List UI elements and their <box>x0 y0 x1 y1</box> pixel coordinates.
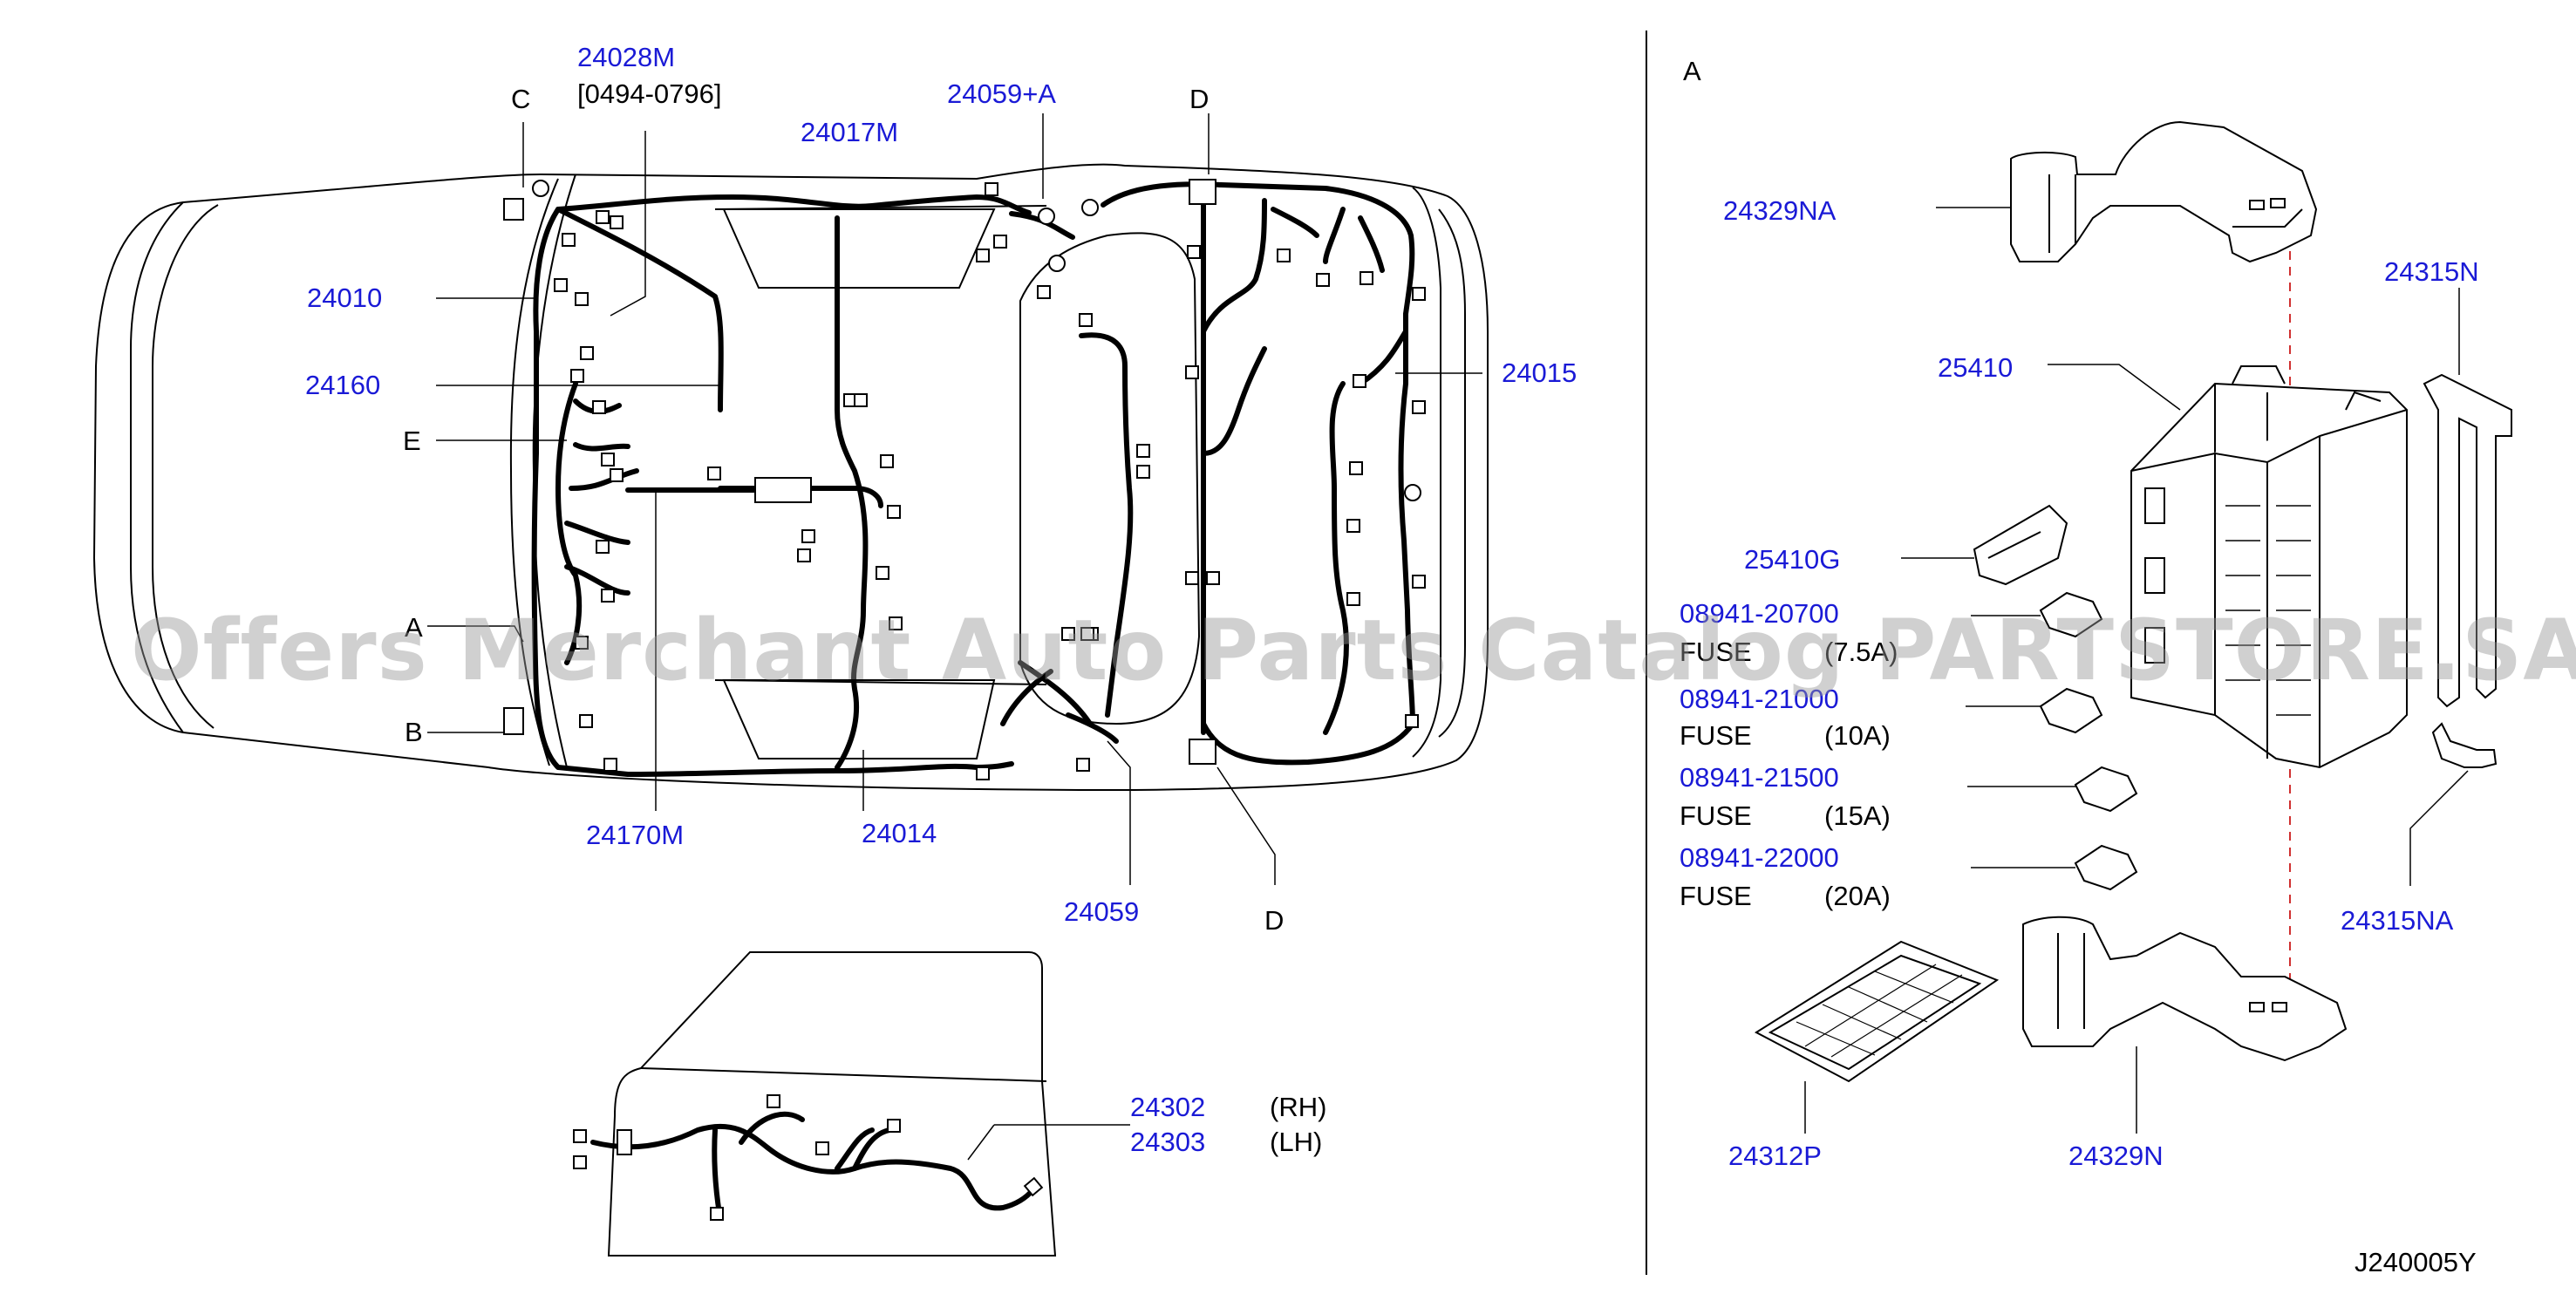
part-24059[interactable]: 24059 <box>1064 896 1140 927</box>
callout-d-top: D <box>1189 84 1210 114</box>
lh-label: (LH) <box>1270 1127 1323 1157</box>
part-24312P[interactable]: 24312P <box>1728 1141 1822 1171</box>
part-24303[interactable]: 24303 <box>1130 1127 1206 1157</box>
callout-c: C <box>511 84 531 114</box>
fuse-puller-25410G <box>1973 504 2068 586</box>
part-24059A[interactable]: 24059+A <box>947 78 1056 109</box>
part-24329N[interactable]: 24329N <box>2068 1141 2164 1171</box>
wiring-harness <box>531 181 1415 777</box>
fuse-label-20a: FUSE <box>1680 881 1752 911</box>
fuses <box>2039 591 2138 891</box>
clip-24315NA <box>2431 722 2498 768</box>
cover-24329N <box>2022 916 2348 1062</box>
cover-24329NA <box>2010 120 2318 263</box>
fuse-rating-7-5a: (7.5A) <box>1824 637 1898 667</box>
part-25410G[interactable]: 25410G <box>1744 544 1841 575</box>
callout-b: B <box>405 717 423 747</box>
part-24170M[interactable]: 24170M <box>586 820 685 850</box>
part-24315NA[interactable]: 24315NA <box>2341 905 2454 936</box>
door-outline <box>607 951 1057 1257</box>
cover-24312P <box>1754 940 2000 1083</box>
view-a-title: A <box>1683 56 1701 86</box>
part-25410[interactable]: 25410 <box>1938 352 2014 383</box>
part-24302[interactable]: 24302 <box>1130 1092 1206 1122</box>
part-24014[interactable]: 24014 <box>862 818 937 848</box>
fuse-block-25410 <box>2130 365 2408 769</box>
fuse-rating-15a: (15A) <box>1824 800 1891 831</box>
part-24160[interactable]: 24160 <box>305 370 381 400</box>
fuse-label-7-5a: FUSE <box>1680 637 1752 667</box>
callout-e: E <box>403 426 421 456</box>
part-08941-21500[interactable]: 08941-21500 <box>1680 762 1839 793</box>
callout-d-bottom: D <box>1264 905 1285 936</box>
right-leaders <box>1804 207 2469 1134</box>
part-08941-21000[interactable]: 08941-21000 <box>1680 684 1839 714</box>
fuse-rating-20a: (20A) <box>1824 881 1891 911</box>
part-08941-22000[interactable]: 08941-22000 <box>1680 842 1839 873</box>
part-24329NA[interactable]: 24329NA <box>1723 195 1837 226</box>
part-08941-20700[interactable]: 08941-20700 <box>1680 598 1839 629</box>
part-24315N[interactable]: 24315N <box>2384 256 2479 287</box>
fuse-label-10a: FUSE <box>1680 720 1752 751</box>
fuse-label-15a: FUSE <box>1680 800 1752 831</box>
rh-label: (RH) <box>1270 1092 1327 1122</box>
leader-lines <box>427 113 1482 885</box>
round-connectors <box>532 180 1421 501</box>
part-24028M[interactable]: 24028M <box>577 42 676 72</box>
part-24010[interactable]: 24010 <box>307 283 383 313</box>
door-harness <box>590 1111 1036 1216</box>
date-range-label: [0494-0796] <box>577 78 722 109</box>
fuse-rating-10a: (10A) <box>1824 720 1891 751</box>
door-connectors <box>573 1094 1044 1221</box>
connectors <box>503 179 1426 780</box>
diagram-code: J240005Y <box>2355 1247 2477 1277</box>
callout-a-left: A <box>405 612 423 643</box>
clip-24315N <box>2423 373 2512 708</box>
part-24017M[interactable]: 24017M <box>801 117 899 147</box>
part-24015[interactable]: 24015 <box>1502 358 1578 388</box>
